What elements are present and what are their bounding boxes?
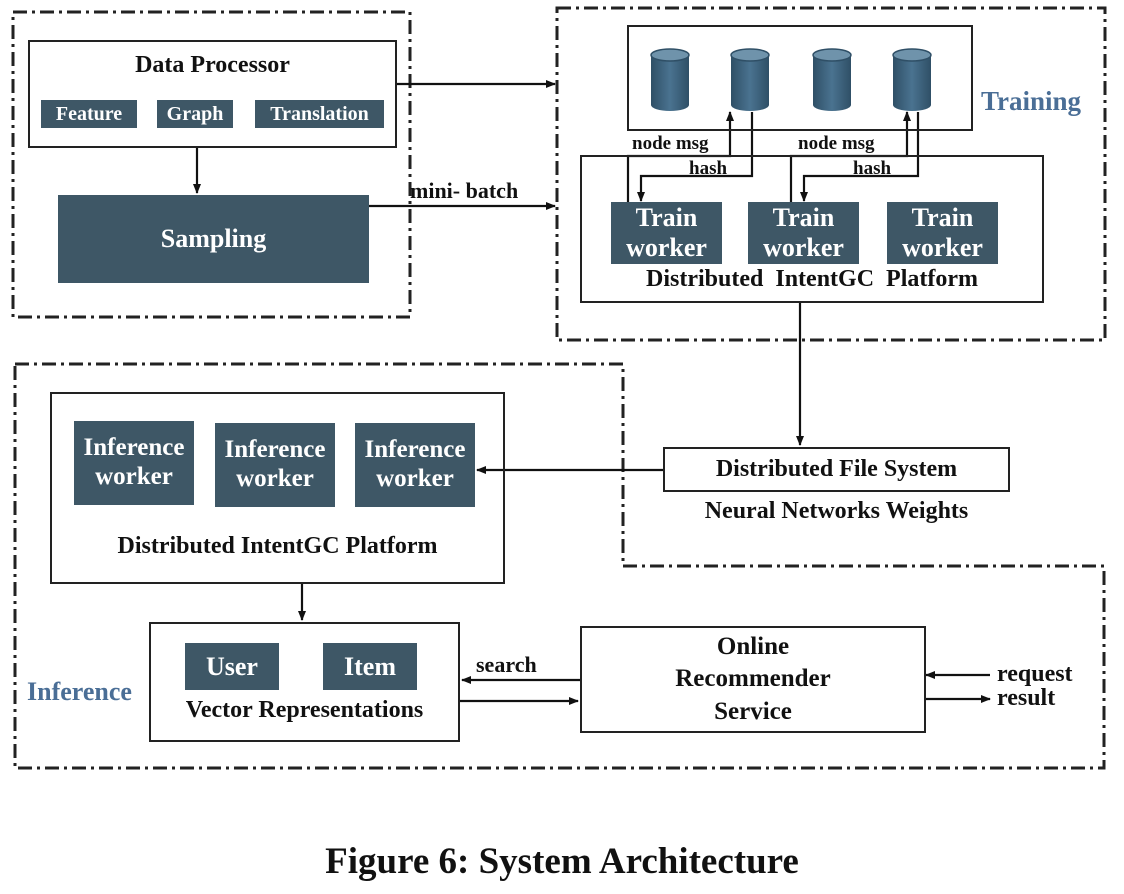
train-worker-2: Train worker: [748, 202, 859, 264]
inference-platform-label: Distributed IntentGC Platform: [117, 533, 438, 559]
parameter-server-box: [627, 25, 973, 131]
database-cylinder-icon: [650, 48, 690, 111]
arrow-hash-2: [800, 112, 920, 202]
parameter-server-group: [650, 48, 932, 111]
train-worker-1: Train worker: [611, 202, 722, 264]
inference-worker-3: Inference worker: [355, 423, 475, 507]
train-worker-3: Train worker: [887, 202, 998, 264]
item-vector: Item: [323, 643, 417, 690]
user-vector: User: [185, 643, 279, 690]
mini-batch-label: mini- batch: [410, 178, 519, 203]
result-label: result: [997, 685, 1056, 711]
inference-platform-box: [50, 392, 505, 584]
inference-worker-2: Inference worker: [215, 423, 335, 507]
database-cylinder-icon: [812, 48, 852, 111]
training-region-border: [555, 6, 1107, 342]
training-platform-box: [580, 155, 1044, 303]
database-cylinder-icon: [730, 48, 770, 111]
request-label: request: [997, 661, 1073, 687]
training-region-label: Training: [981, 86, 1082, 116]
sampling-box: Sampling: [58, 195, 369, 283]
inference-worker-1: Inference worker: [74, 421, 194, 505]
node-msg-label-1: node msg: [632, 133, 709, 154]
chip-feature: Feature: [41, 100, 137, 128]
hash-label-1: hash: [689, 158, 728, 179]
training-platform-label: Distributed IntentGC Platform: [646, 266, 978, 292]
inference-region-label: Inference: [27, 677, 132, 706]
figure-caption: Figure 6: System Architecture: [325, 841, 799, 882]
dfs-box: Distributed File System: [663, 447, 1010, 492]
vector-representations-box: [149, 622, 460, 742]
inference-region-border: [13, 362, 1106, 770]
hash-label-2: hash: [853, 158, 892, 179]
search-label: search: [476, 652, 537, 677]
data-region-border: [11, 10, 412, 319]
chip-graph: Graph: [157, 100, 233, 128]
chip-translation: Translation: [255, 100, 384, 128]
data-processor-box: [28, 40, 397, 148]
arrow-hash-1: [637, 112, 754, 202]
dfs-caption: Neural Networks Weights: [704, 498, 969, 524]
database-cylinder-icon: [892, 48, 932, 111]
vector-representations-caption: Vector Representations: [185, 697, 424, 723]
data-processor-title: Data Processor: [135, 52, 290, 78]
recommender-service-box: Online Recommender Service: [580, 626, 926, 733]
node-msg-label-2: node msg: [798, 133, 875, 154]
